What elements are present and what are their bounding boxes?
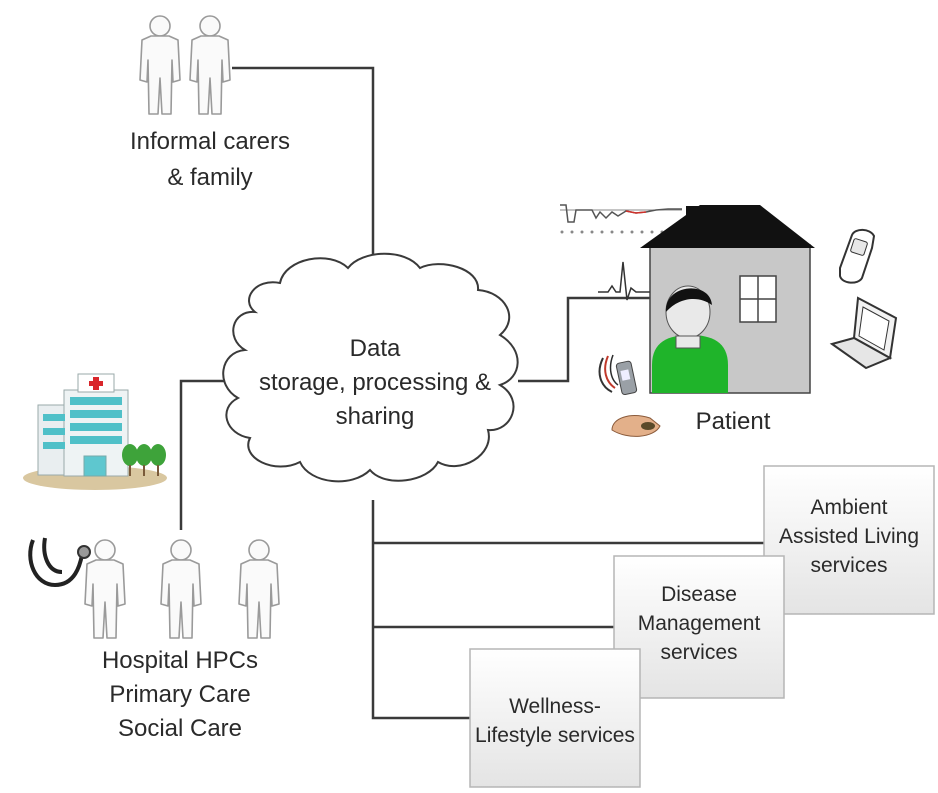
service-box-wellness bbox=[469, 648, 641, 788]
vital-signs-chart-icon bbox=[560, 204, 682, 234]
professionals-line1: Hospital HPCs bbox=[101, 647, 259, 674]
professionals-label: Hospital HPCs Primary Care Social Care bbox=[85, 644, 275, 746]
professionals-line3: Social Care bbox=[117, 715, 243, 742]
professionals-line2: Primary Care bbox=[109, 681, 251, 708]
ambient-service-label: Ambient Assisted Living services bbox=[764, 493, 934, 580]
data-cloud bbox=[222, 252, 519, 483]
disease-line2: Management bbox=[637, 612, 761, 635]
disease-line3: services bbox=[660, 641, 738, 664]
cloud-line3: sharing bbox=[335, 403, 415, 430]
laptop-icon bbox=[829, 296, 898, 370]
stethoscope-icon bbox=[28, 537, 91, 588]
mobile-phone-icon bbox=[839, 228, 876, 284]
informal-carers-label: Informal carers & family bbox=[110, 124, 310, 196]
disease-line1: Disease bbox=[661, 583, 737, 606]
patient-label: Patient bbox=[678, 404, 788, 440]
patient-label-text: Patient bbox=[695, 408, 771, 435]
service-box-ambient bbox=[763, 465, 935, 615]
cloud-label: Data storage, processing & sharing bbox=[245, 332, 505, 434]
informal-carers-icon bbox=[139, 15, 231, 115]
connector-lines bbox=[179, 66, 764, 720]
informal-carers-line2: & family bbox=[167, 164, 253, 191]
informal-carers-line1: Informal carers bbox=[129, 128, 291, 155]
patient-avatar-icon bbox=[652, 285, 728, 393]
disease-service-label: Disease Management services bbox=[614, 580, 784, 667]
professionals-connector bbox=[179, 379, 233, 530]
cloud-line2: storage, processing & bbox=[258, 369, 492, 396]
wellness-service-label: Wellness- Lifestyle services bbox=[470, 692, 640, 750]
services-connector bbox=[371, 500, 470, 720]
ambient-line2: Assisted Living bbox=[778, 525, 920, 548]
service-box-disease bbox=[613, 555, 785, 699]
hospital-building-icon bbox=[23, 373, 167, 490]
ecg-trace-icon bbox=[598, 261, 650, 301]
wellness-line2: Lifestyle services bbox=[475, 724, 635, 747]
ambient-line3: services bbox=[810, 554, 888, 577]
professionals-icon bbox=[84, 539, 280, 639]
patient-connector bbox=[518, 296, 650, 383]
carers-connector bbox=[232, 66, 375, 268]
wearable-sensor-icon bbox=[598, 354, 661, 437]
cloud-line1: Data bbox=[349, 335, 401, 362]
ambient-line1: Ambient bbox=[810, 496, 888, 519]
wellness-line1: Wellness- bbox=[509, 695, 601, 718]
